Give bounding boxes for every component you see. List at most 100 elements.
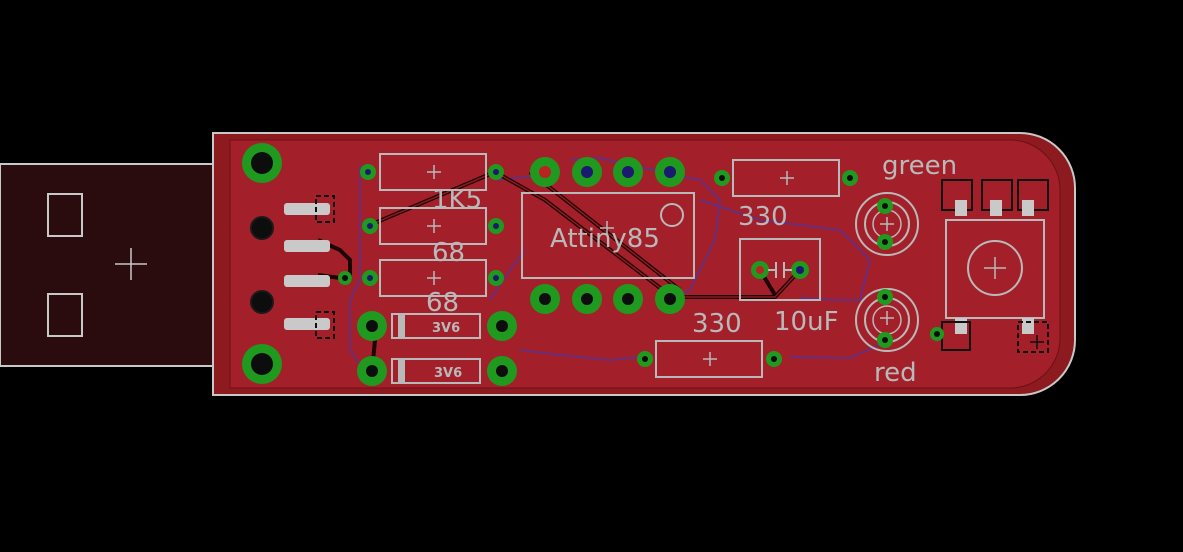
pad-hole: [493, 169, 499, 175]
pad-hole: [496, 320, 508, 332]
pad-hole: [493, 275, 499, 281]
usb-pin-pad[interactable]: [284, 318, 330, 330]
trace-top-inner: [494, 171, 673, 298]
pad-hole: [539, 293, 551, 305]
ic-attiny85-label: Attiny85: [550, 224, 660, 254]
usb-mount-hole: [251, 353, 273, 375]
zener-diode-2-label: 3V6: [434, 366, 462, 381]
button-smd-pad[interactable]: [990, 200, 1002, 216]
ic-attiny85[interactable]: [521, 157, 695, 314]
led-red-label: red: [874, 358, 917, 388]
capacitor-symbol: [768, 262, 792, 278]
pad-hole: [539, 166, 551, 178]
vias: [338, 271, 944, 341]
origin-cross: [703, 352, 717, 366]
usb-pin-outline: [315, 311, 335, 339]
resistor-330-top[interactable]: [714, 159, 858, 197]
resistor-body: [732, 159, 840, 197]
trace-bottom: [699, 199, 872, 301]
usb-locating-hole: [250, 290, 274, 314]
trace-top-inner: [529, 171, 681, 291]
resistor-68-a-label: 68: [432, 238, 465, 268]
button-smd-pad[interactable]: [955, 318, 967, 334]
via-hole: [934, 331, 940, 337]
pad-hole: [622, 293, 634, 305]
resistor-330-top-label: 330: [738, 202, 788, 232]
button-pad-outline: [1017, 321, 1049, 353]
diode-body: [391, 358, 481, 384]
origin-cross: [780, 171, 794, 185]
diode-body: [391, 313, 481, 339]
led-outline: [855, 192, 919, 256]
origin-cross: [600, 221, 614, 235]
pad-hole: [882, 294, 888, 300]
push-button[interactable]: [941, 179, 1049, 353]
origin-cross: [427, 271, 441, 285]
pad-hole: [496, 365, 508, 377]
trace-bottom: [489, 249, 526, 301]
capacitor-10uf[interactable]: [739, 238, 821, 301]
resistor-330-bottom[interactable]: [637, 340, 782, 378]
usb-connector-footprint: [242, 143, 335, 384]
resistor-68-a[interactable]: [362, 207, 504, 245]
pad-hole: [756, 266, 764, 274]
zener-diode-1[interactable]: [357, 311, 517, 341]
pad-hole: [642, 356, 648, 362]
pad-hole: [366, 320, 378, 332]
trace-top-inner: [672, 269, 801, 298]
capacitor-outline: [739, 238, 821, 301]
trace-bottom: [569, 156, 722, 299]
pad-hole: [493, 223, 499, 229]
button-actuator: [967, 240, 1023, 296]
usb-pin-pad[interactable]: [284, 275, 330, 287]
capacitor-10uf-label: 10uF: [774, 307, 839, 337]
trace-bottom: [349, 165, 361, 366]
resistor-68-b[interactable]: [362, 259, 504, 297]
usb-plug-window-top: [47, 193, 83, 237]
resistor-body: [379, 207, 487, 245]
pad-hole: [581, 166, 593, 178]
pad-hole: [367, 223, 373, 229]
led-green[interactable]: [855, 192, 919, 256]
pad-hole: [882, 239, 888, 245]
pad-hole: [847, 175, 853, 181]
origin-cross: [984, 257, 1006, 279]
resistor-1k5[interactable]: [360, 153, 504, 191]
diode-cathode-band: [398, 360, 405, 382]
resistor-body: [655, 340, 763, 378]
button-smd-pad[interactable]: [1022, 200, 1034, 216]
resistor-body: [379, 153, 487, 191]
resistor-body: [379, 259, 487, 297]
pad-hole: [796, 266, 804, 274]
origin-cross: [1030, 335, 1044, 349]
pad-hole: [366, 365, 378, 377]
resistor-1k5-label: 1K5: [432, 185, 482, 215]
led-red[interactable]: [855, 288, 919, 352]
diode-cathode-band: [398, 315, 405, 337]
pad-hole: [882, 203, 888, 209]
usb-pin-outline: [315, 195, 335, 223]
pad-hole: [581, 293, 593, 305]
top-layer-traces-inner: [369, 171, 801, 298]
trace-bottom: [519, 349, 641, 362]
usb-plug-window-bottom: [47, 293, 83, 337]
pad-hole: [882, 337, 888, 343]
button-smd-pad[interactable]: [1022, 318, 1034, 334]
button-body-outline: [945, 219, 1045, 319]
led-outline: [855, 288, 919, 352]
button-smd-pad[interactable]: [955, 200, 967, 216]
pad-hole: [771, 356, 777, 362]
via-hole: [342, 275, 348, 281]
trace-top-inner: [369, 171, 496, 226]
usb-locating-hole: [250, 216, 274, 240]
origin-cross: [880, 217, 894, 231]
resistor-330-bottom-label: 330: [692, 309, 742, 339]
pad-hole: [365, 169, 371, 175]
ic-outline: [521, 192, 695, 279]
usb-pin-pad[interactable]: [284, 203, 330, 215]
zener-diode-2[interactable]: [357, 356, 517, 386]
origin-cross: [427, 219, 441, 233]
zener-diode-1-label: 3V6: [432, 321, 460, 336]
usb-pin-pad[interactable]: [284, 240, 330, 252]
